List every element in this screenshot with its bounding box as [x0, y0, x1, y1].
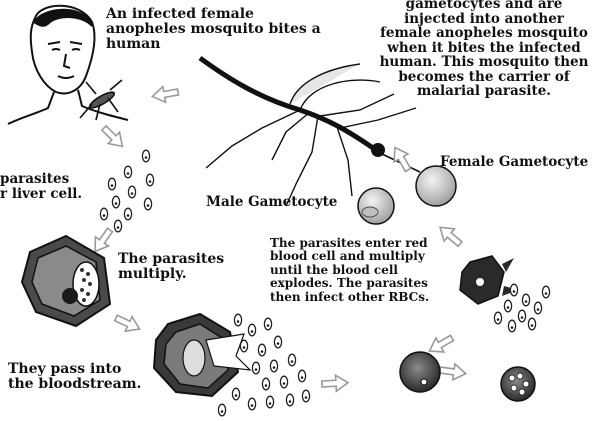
label-liver: parasites r liver cell.: [0, 172, 82, 201]
male-gametocyte-cell: [358, 188, 394, 224]
arrow-to-gametocyte: [435, 221, 465, 250]
bursting-liver-cell: [154, 314, 250, 396]
label-male-gametocyte: Male Gametocyte: [206, 195, 337, 210]
small-mosquito: [80, 80, 122, 120]
arrow-cell-to-burst: [113, 311, 143, 336]
female-gametocyte-cell: [416, 166, 456, 206]
arrow-rbc-to-infected: [439, 362, 467, 381]
label-mosquito-bites: An infected female anopheles mosquito bi…: [106, 7, 321, 52]
label-female-gametocyte: Female Gametocyte: [440, 155, 588, 170]
arrow-burst-to-rbc: [322, 375, 349, 392]
gametocytes: [358, 166, 456, 224]
label-gametocytes-injected: gametocytes and are injected into anothe…: [362, 0, 606, 99]
label-multiply: The parasites multiply.: [118, 252, 224, 282]
bursting-rbc: [460, 256, 518, 304]
label-bloodstream: They pass into the bloodstream.: [8, 362, 141, 392]
sporozoites: [100, 150, 153, 232]
infected-rbc: [400, 352, 440, 392]
arrow-mosquito-to-human: [151, 84, 179, 104]
arrow-human-to-liver: [98, 122, 128, 152]
label-enter-rbc: The parasites enter red blood cell and m…: [270, 237, 429, 304]
rbc-with-merozoites: [501, 367, 535, 401]
